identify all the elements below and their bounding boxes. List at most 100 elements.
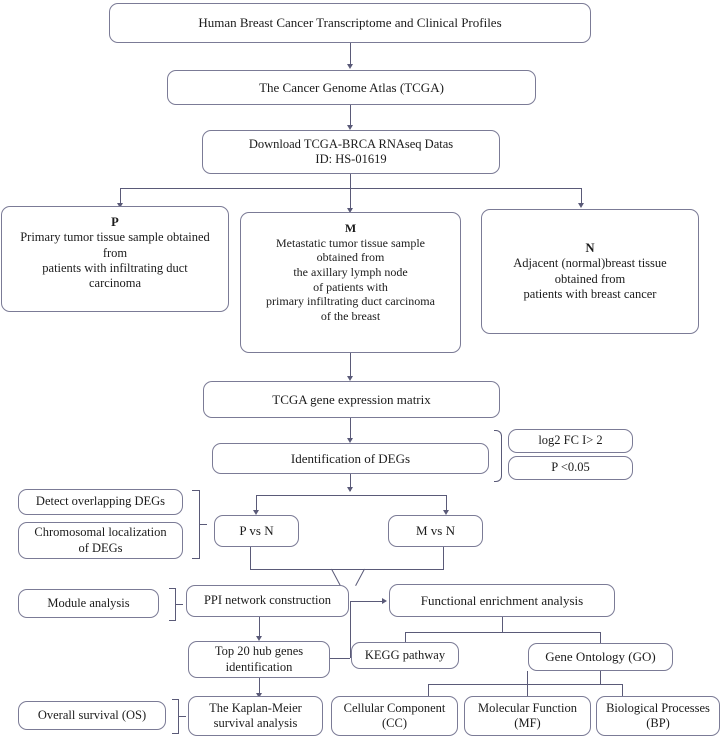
node-sample-m-code: M [344,221,357,235]
connector-go-bus [428,684,623,685]
node-download-line1: Download TCGA-BRCA RNAseq Datas [248,136,454,151]
brace-os-tip-top [172,699,179,700]
arrowhead-bus-to-pvsn [253,510,259,515]
node-molecular-function: Molecular Function (MF) [464,696,591,736]
brace-module-spine [175,588,176,620]
node-sample-m-line4: of patients with [313,279,388,294]
node-matrix: TCGA gene expression matrix [203,381,500,418]
node-sample-m-line3: the axillary lymph node [293,264,408,279]
arrowhead-matrix-degs [347,438,353,443]
arrowhead-source-tcga [347,64,353,69]
node-ppi-network: PPI network construction [186,585,349,617]
node-bp-line1: Biological Processes [606,700,710,715]
node-sample-n-code: N [585,241,595,255]
node-ppi-label: PPI network construction [203,593,332,608]
node-p-vs-n-label: P vs N [239,523,274,539]
connector-comparison-bus [256,495,446,496]
connector-split-to-m [350,188,351,210]
node-kaplan-meier: The Kaplan-Meier survival analysis [188,696,323,736]
brace-degs-criteria [494,430,502,482]
connector-m-matrix [350,353,351,378]
node-detect-overlapping-degs: Detect overlapping DEGs [18,489,183,515]
node-hub-line1: Top 20 hub genes [214,644,304,659]
node-module-analysis: Module analysis [18,589,159,618]
arrowhead-bus-to-mvsn [443,510,449,515]
connector-functional-bus [405,632,601,633]
connector-degs-stem [350,474,351,491]
connector-split-to-n [581,188,582,205]
brace-os-tip-bottom [172,733,179,734]
node-criterion-fc-label: log2 FC I> 2 [538,433,603,448]
node-degs: Identification of DEGs [212,443,489,474]
node-cc-line2: (CC) [382,716,407,730]
node-criterion-p-label: P <0.05 [551,460,590,475]
bracket-left-tip-top [192,490,200,491]
connector-source-tcga [350,43,351,66]
bracket-left-nub [200,524,207,525]
node-kegg-pathway: KEGG pathway [351,642,459,669]
arrowhead-split-to-n [578,203,584,208]
node-sample-m-line5: primary infiltrating duct carcinoma [266,294,435,309]
arrowhead-hub-functional [382,598,387,604]
node-hub-genes: Top 20 hub genes identification [188,641,330,678]
node-tcga-label: The Cancer Genome Atlas (TCGA) [259,79,444,95]
node-sample-p-line2: from [102,245,128,260]
brace-os-spine [178,699,179,733]
node-sample-m-line2: obtained from [316,250,385,265]
node-sample-n-line2: obtained from [554,271,626,286]
node-sample-m-line1: Metastatic tumor tissue sample [276,235,425,250]
node-sample-n-line3: patients with breast cancer [523,286,657,301]
connector-bus-to-pvsn [256,495,257,512]
connector-pvsn-down [250,547,251,569]
node-source: Human Breast Cancer Transcriptome and Cl… [109,3,591,43]
node-cc-line1: Cellular Component [343,700,446,715]
node-sample-n-line1: Adjacent (normal)breast tissue [513,256,667,271]
node-km-line1: The Kaplan-Meier [209,700,302,715]
node-functional-enrichment: Functional enrichment analysis [389,584,615,617]
arrowhead-degs-stem [347,487,353,492]
node-module-label: Module analysis [47,595,130,610]
connector-merge-v-left [331,568,341,587]
node-download: Download TCGA-BRCA RNAseq Datas ID: HS-0… [202,130,500,174]
arrowhead-split-to-p [117,203,123,208]
connector-mvsn-down [443,547,444,569]
connector-functional-stem [502,617,503,632]
node-sample-p: P Primary tumor tissue sample obtained f… [1,206,229,312]
node-download-line2: ID: HS-01619 [315,152,387,166]
node-degs-label: Identification of DEGs [290,450,411,466]
node-biological-processes: Biological Processes (BP) [596,696,720,736]
node-sample-p-line4: carcinoma [88,276,142,290]
node-kegg-label: KEGG pathway [364,647,446,662]
bracket-left-spine [199,490,200,558]
node-chromosomal-localization: Chromosomal localization of DEGs [18,522,183,559]
node-chromloc-line1: Chromosomal localization [34,525,167,540]
connector-hub-right [329,658,350,659]
node-m-vs-n: M vs N [388,515,483,547]
connector-hub-km [259,678,260,696]
node-sample-n: N Adjacent (normal)breast tissue obtaine… [481,209,699,334]
arrowhead-tcga-download [347,125,353,130]
node-bp-line2: (BP) [646,716,670,730]
node-gene-ontology: Gene Ontology (GO) [528,643,673,671]
arrowhead-m-matrix [347,376,353,381]
node-hub-line2: identification [225,659,293,674]
connector-go-to-bp [622,684,623,696]
connector-split-to-p [120,188,121,205]
node-mf-line1: Molecular Function [478,700,577,715]
bracket-left-tip-bottom [192,558,200,559]
connector-merge-bus [250,569,444,570]
connector-bus-to-mvsn [446,495,447,512]
node-sample-p-code: P [111,215,119,229]
arrowhead-ppi-hub [256,636,262,641]
node-functional-label: Functional enrichment analysis [420,592,584,608]
node-go-label: Gene Ontology (GO) [545,649,656,665]
node-cellular-component: Cellular Component (CC) [331,696,458,736]
connector-download-stem [350,174,351,188]
arrowhead-hub-km [256,693,262,698]
connector-tcga-download [350,105,351,127]
node-mf-line2: (MF) [514,716,541,730]
connector-go-to-cc [428,684,429,696]
connector-bus-to-go [600,632,601,643]
connector-hub-up [350,601,351,658]
